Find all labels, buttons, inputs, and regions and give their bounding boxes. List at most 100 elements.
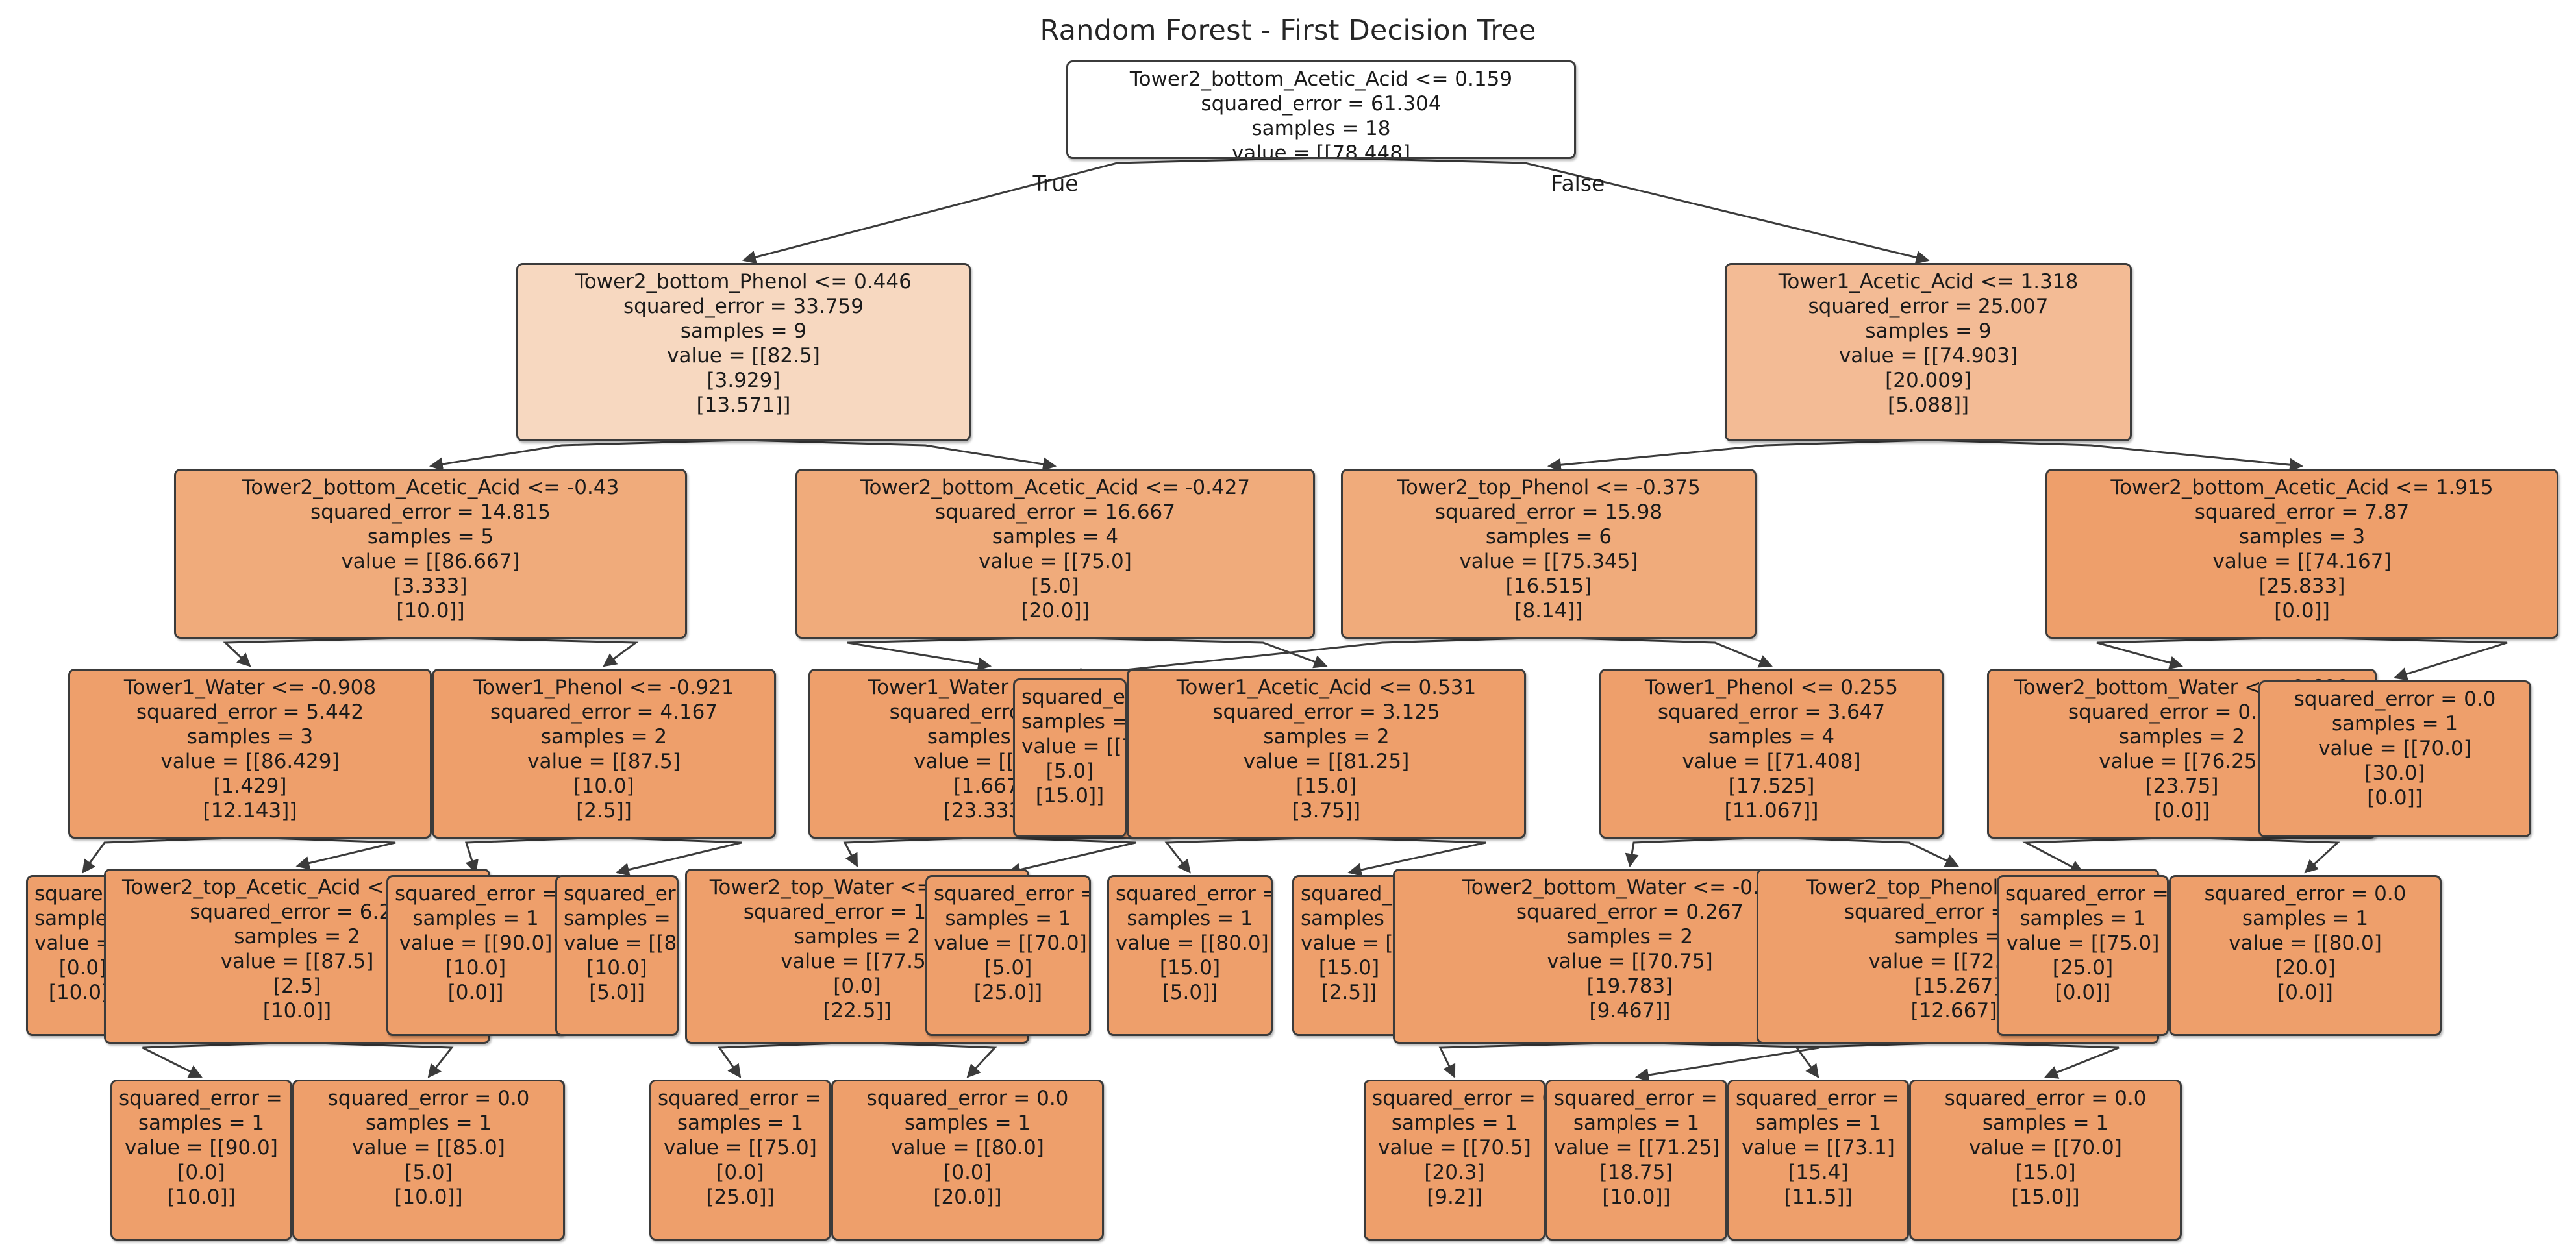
tree-node-line: [12.667]] [1910,999,2005,1022]
tree-node-line: samples = 2 [794,925,921,948]
tree-node-line: [25.0]] [706,1185,775,1209]
tree-node-line: value = [[80.0] [1116,932,1269,955]
tree-node-line: samples = 1 [2242,907,2369,930]
tree-node-line: [0.0]] [2055,981,2111,1004]
tree-edge [464,836,605,874]
tree-node-line: [5.0] [1031,574,1079,598]
tree-edge [1326,836,1486,877]
tree-node-line: samples = 4 [1708,725,1835,748]
tree-node-line: squared_error = 0.0 [1944,1087,2147,1110]
tree-node-line: samples = 2 [2118,725,2245,748]
tree-node-line: [10.0]] [1602,1185,1671,1209]
tree-node-line: [0.0] [177,1161,225,1184]
tree-node-line: [10.0]] [262,999,332,1022]
tree-node-line: squared_error = 61.304 [1201,92,1442,116]
tree-node-line: [5.0] [1045,760,1094,783]
tree-node-line: [19.783] [1586,974,1673,998]
tree-node-line: [9.2]] [1427,1185,1482,1209]
tree-node-line: [15.0] [1295,774,1357,798]
tree-node-line: squared_error = 33.759 [623,295,864,318]
tree-edge [1629,1041,1820,1082]
tree-node-line: [10.0] [586,956,647,980]
tree-node-line: [0.0]] [447,981,504,1004]
tree-node-line: samples = 1 [365,1111,492,1135]
tree-node-line: squared_error = 0.0 [119,1087,290,1110]
tree-node-line: [15.267] [1914,974,2001,998]
tree-node-line: samples = 9 [1865,319,1992,343]
tree-node-line: value = [[73.1] [1742,1136,1895,1159]
tree-node-line: squared_error = 0.0 [2294,687,2496,711]
tree-node-line: Tower2_bottom_Acetic_Acid <= 0.159 [1129,68,1513,91]
tree-node-line: [25.0] [2052,956,2114,980]
tree-node-line: [9.467]] [1589,999,1671,1022]
tree-edge [2181,836,2340,874]
tree-node-line: value = [[70.75] [1547,950,1713,973]
tree-node-line: value = [[78.448] [1231,142,1411,159]
tree-node-line: [25.0]] [973,981,1043,1004]
tree-node-line: value = [[74.903] [1838,344,2018,367]
tree-node-line: value = [[75.0] [664,1136,817,1159]
tree-node-line: [2.5] [273,974,321,998]
tree-edge [297,1041,454,1078]
tree-node-line: [0.0]] [2274,599,2330,623]
tree-node-line: [23.75] [2145,774,2219,798]
tree-node-line: squared_error = 0.0 [1554,1087,1725,1110]
tree-node-line: squared_error = 15.98 [1434,500,1663,524]
tree-node-line: [15.0] [2015,1161,2076,1184]
tree-edge [1548,636,1773,668]
tree-edge [1055,636,1328,669]
tree-edge [2022,836,2182,874]
tree-node-line: samples = 1 [677,1111,804,1135]
tree-node-line: samples = 2 [1566,925,1694,948]
tree-node-line: [0.0] [944,1161,992,1184]
tree-edge [223,636,431,667]
tree-node-line: value = [[80.0] [2229,932,2382,955]
tree-edge [603,836,742,876]
tree-edge [857,1041,997,1078]
tree-node-line: samples = 1 [1127,907,1253,930]
tree-edge [1321,156,1930,264]
tree-node-line: squared_error = 0.0 [564,882,677,906]
tree-node-line: samples = 1 [1982,1111,2109,1135]
tree-node-line: [0.0] [833,974,881,998]
tree-node-line: samples = 1 [945,907,1071,930]
tree-node-line: samples = 1 [2331,712,2458,735]
tree-node-line: [16.515] [1505,574,1592,598]
tree-node-line: samples = 3 [186,725,314,748]
tree-node-line: Tower1_Acetic_Acid <= 0.531 [1176,676,1477,699]
tree-node-line: Tower2_bottom_Water <= -0.193 [1462,876,1797,899]
tree-node-line: value = [[87.5] [527,750,681,773]
tree-node-line: samples = 9 [680,319,807,343]
tree-node-line: value = [[70.5] [1378,1136,1531,1159]
tree-node-line: squared_error = 0.0 [1021,686,1125,709]
tree-node-line: value = [[87.5] [220,950,374,973]
tree-node-line: Tower2_bottom_Acetic_Acid <= 1.915 [2110,476,2494,499]
tree-node-line: value = [[71.25] [1554,1136,1720,1159]
tree-node-line: [30.0] [2364,761,2425,785]
tree-node-line: [0.0]] [2154,799,2210,822]
tree-node-line: value = [[86.429] [160,750,340,773]
tree-node-line: samples = 1 [1573,1111,1700,1135]
tree-node-line: samples = 1 [2020,907,2146,930]
tree-node-line: squared_error = 16.667 [935,500,1175,524]
tree-node-line: samples = 1 [564,907,679,930]
tree-edge [1438,1041,1631,1078]
tree-edge [249,836,396,870]
tree-node-line: samples = 1 [904,1111,1031,1135]
tree-node-line: [10.0]] [167,1185,236,1209]
